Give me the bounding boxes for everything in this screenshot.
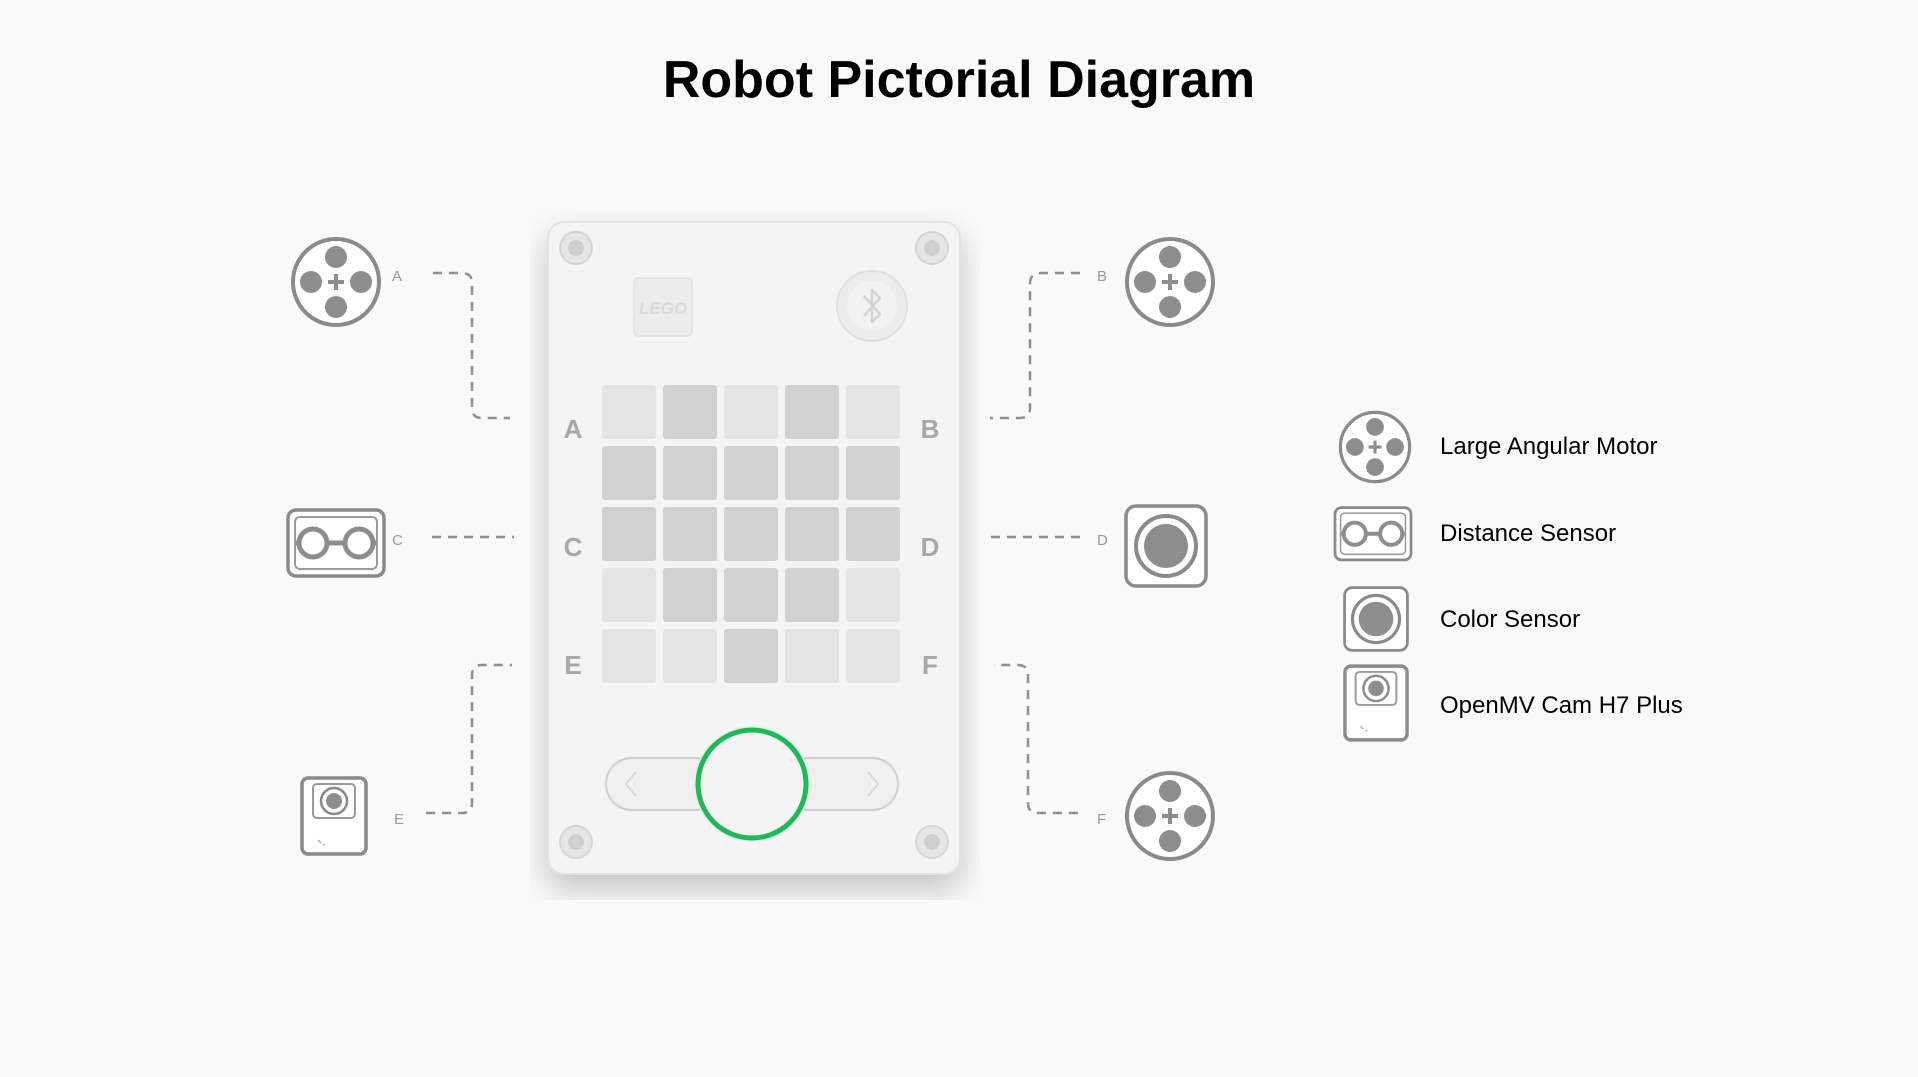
matrix-pixel	[602, 629, 656, 683]
legend-label-color: Color Sensor	[1440, 606, 1581, 633]
hub: LEGO A B C D E F	[547, 221, 961, 875]
openmv-cam-icon	[300, 776, 368, 856]
port-label-f: F	[1097, 811, 1107, 828]
legend-label-openmv: OpenMV Cam H7 Plus	[1440, 692, 1683, 719]
matrix-pixel	[785, 385, 839, 439]
large-angular-motor-icon	[1338, 410, 1412, 484]
matrix-pixel	[602, 507, 656, 561]
right-button-icon	[867, 771, 880, 797]
matrix-pixel	[663, 507, 717, 561]
matrix-pixel	[724, 385, 778, 439]
matrix-pixel	[724, 568, 778, 622]
svg-text:LEGO: LEGO	[639, 299, 687, 318]
port-label-e: E	[394, 811, 405, 828]
hub-port-letter-b: B	[921, 414, 940, 444]
matrix-pixel	[602, 568, 656, 622]
matrix-pixel	[602, 385, 656, 439]
connector-b	[990, 271, 1080, 420]
color-sensor-icon	[1124, 504, 1208, 588]
port-label-d: D	[1097, 532, 1108, 549]
matrix-pixel	[663, 446, 717, 500]
matrix-pixel	[785, 568, 839, 622]
lego-logo: LEGO	[633, 277, 693, 337]
hub-port-letter-f: F	[922, 650, 938, 680]
bluetooth-button[interactable]	[836, 270, 908, 342]
port-label-c: C	[392, 532, 403, 549]
matrix-pixel	[846, 385, 900, 439]
hub-port-letter-e: E	[564, 650, 581, 680]
distance-sensor-icon	[286, 508, 386, 578]
matrix-pixel	[724, 507, 778, 561]
connector-f	[994, 663, 1078, 815]
distance-sensor-icon	[1333, 506, 1413, 562]
matrix-pixel	[724, 446, 778, 500]
matrix-pixel	[846, 507, 900, 561]
left-button-icon	[624, 771, 637, 797]
large-angular-motor-icon	[291, 237, 381, 327]
matrix-pixel	[602, 446, 656, 500]
large-angular-motor-icon	[1125, 771, 1215, 861]
matrix-pixel	[785, 507, 839, 561]
port-label-b: B	[1097, 268, 1108, 285]
matrix-pixel	[663, 568, 717, 622]
matrix-pixel	[785, 446, 839, 500]
matrix-pixel	[846, 446, 900, 500]
connector-a	[433, 271, 510, 420]
center-button[interactable]	[694, 726, 810, 842]
matrix-pixel	[663, 385, 717, 439]
matrix-pixel	[846, 629, 900, 683]
hub-port-letter-c: C	[564, 532, 583, 562]
port-label-a: A	[392, 268, 403, 285]
hub-port-letter-a: A	[564, 414, 583, 444]
light-matrix	[602, 385, 900, 683]
color-sensor-icon	[1343, 586, 1409, 652]
legend-label-motor: Large Angular Motor	[1440, 433, 1658, 460]
hub-port-letter-d: D	[921, 532, 940, 562]
hub-screws	[559, 231, 949, 859]
large-angular-motor-icon	[1125, 237, 1215, 327]
matrix-pixel	[724, 629, 778, 683]
page-title: Robot Pictorial Diagram	[662, 51, 1256, 109]
legend-label-distance: Distance Sensor	[1440, 520, 1617, 547]
bluetooth-icon	[863, 288, 882, 324]
connector-e	[426, 663, 512, 815]
openmv-cam-icon	[1343, 664, 1409, 742]
matrix-pixel	[663, 629, 717, 683]
matrix-pixel	[846, 568, 900, 622]
matrix-pixel	[785, 629, 839, 683]
